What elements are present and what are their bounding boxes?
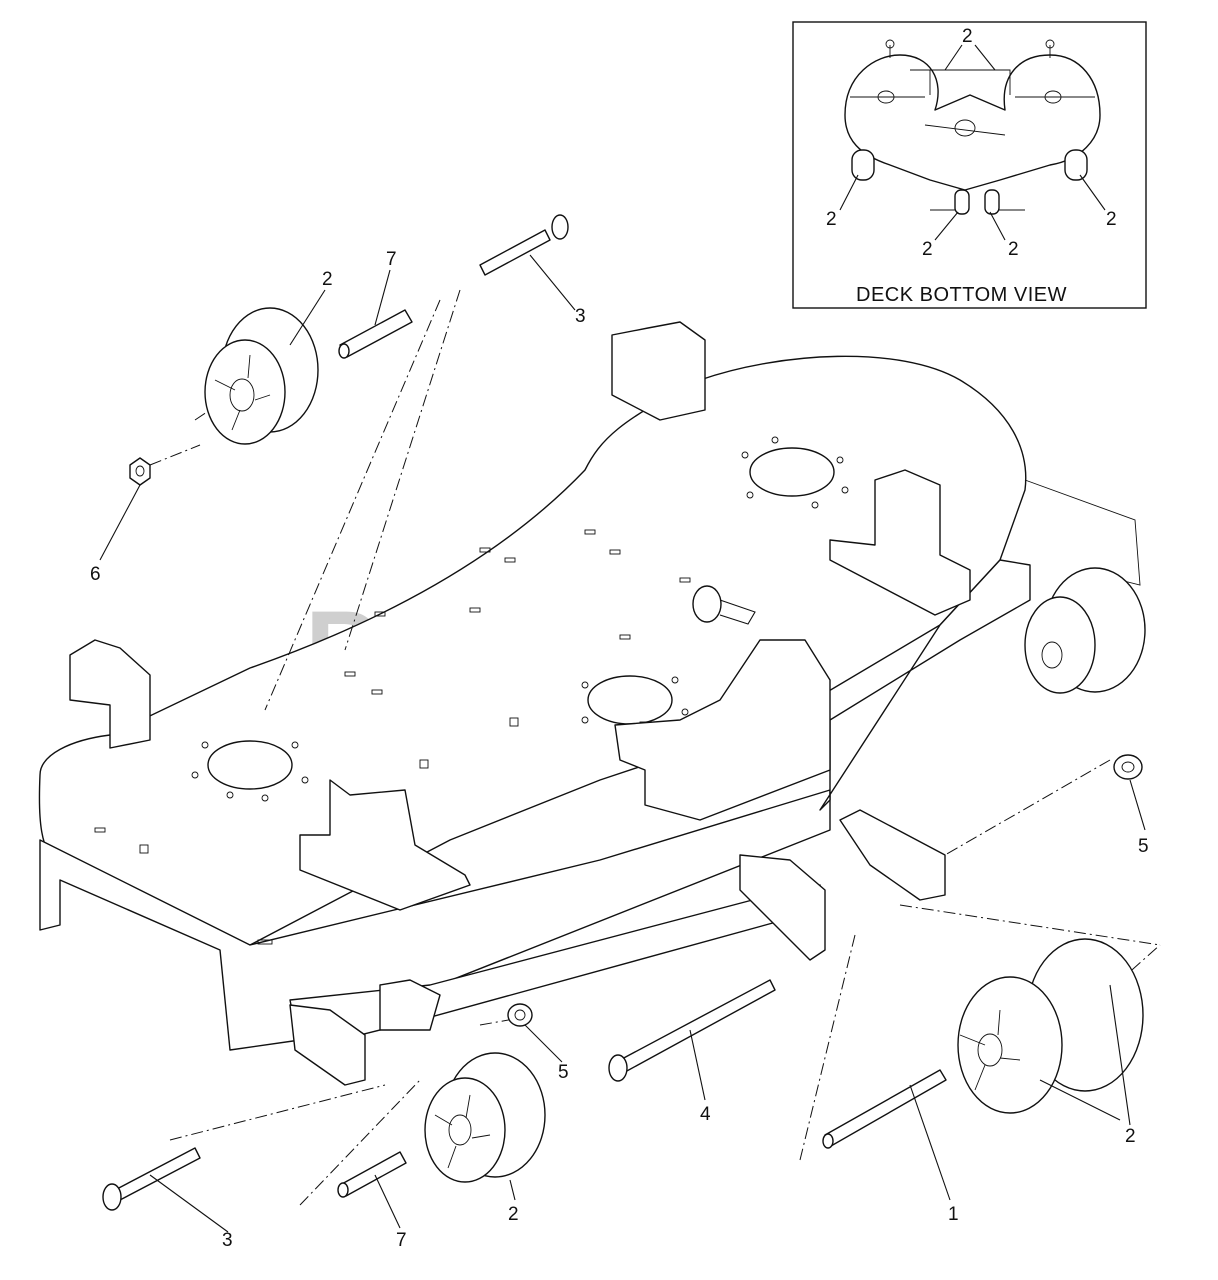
mower-deck [38,321,1141,1086]
callout-2-right-wheels: 2 [1125,1126,1136,1147]
callout-3-top-bolt: 3 [575,306,586,327]
callout-5-front-nut: 5 [558,1062,569,1083]
inset-title: DECK BOTTOM VIEW [856,284,1067,306]
inset-callout-2-top: 2 [962,26,973,47]
assembly-lines [149,289,1161,1206]
callout-2-top-wheel: 2 [322,269,333,290]
wheel-front-center [424,1052,546,1183]
wheel-right-rear [1024,567,1146,694]
callout-1-right-axle: 1 [948,1204,959,1225]
callouts: 2 7 3 6 5 5 4 1 2 2 3 7 [90,249,1149,1251]
inset-callout-2-left: 2 [826,209,837,230]
inset-callout-2-right: 2 [1106,209,1117,230]
callout-7-top-spacer: 7 [386,249,397,270]
leader-lines [99,254,1146,1233]
callout-7-bottom-spacer: 7 [396,1230,407,1251]
inset-callout-2-center-left: 2 [922,239,933,260]
deck-bottom-view-inset: 2 2 2 2 2 2 DECK BOTTOM VIEW [792,21,1147,309]
callout-4-long-rod: 4 [700,1104,711,1125]
callout-3-bottom-bolt: 3 [222,1230,233,1251]
wheel-right-front [957,938,1144,1114]
callout-5-right-nut: 5 [1138,836,1149,857]
loose-parts [102,214,1146,1211]
callout-2-front-wheel: 2 [508,1204,519,1225]
inset-callout-2-center-right: 2 [1008,239,1019,260]
callout-6-nut: 6 [90,564,101,585]
